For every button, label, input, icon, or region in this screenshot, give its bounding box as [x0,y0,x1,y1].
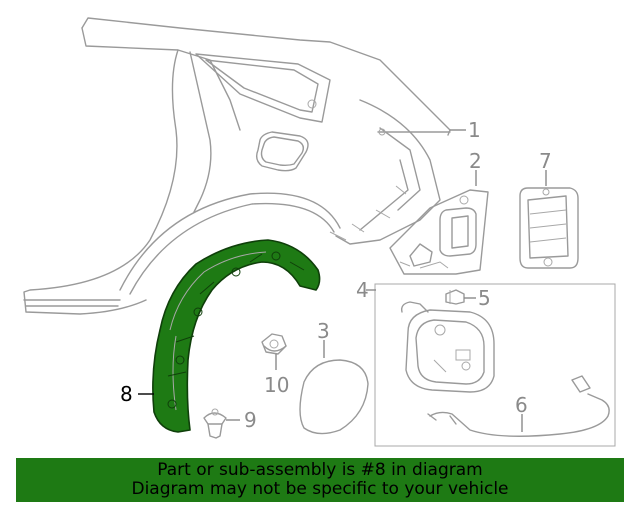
part-10-nut-drawing [261,333,287,355]
callout-7[interactable]: 7 [539,149,552,173]
callout-9[interactable]: 9 [244,408,257,432]
quarter-panel-drawing [23,17,451,315]
callout-5[interactable]: 5 [478,286,491,310]
callout-4[interactable]: 4 [356,278,369,302]
callout-3[interactable]: 3 [317,319,330,343]
part-2-bracket-drawing [389,189,489,275]
banner-line-1: Part or sub-assembly is #8 in diagram [157,460,483,480]
part-9-push-pin-drawing [203,408,227,439]
part-5-clip-drawing [445,289,465,305]
part-3-fuel-door-drawing [299,359,369,435]
callout-1[interactable]: 1 [468,118,481,142]
banner-line-2: Diagram may not be specific to your vehi… [131,479,509,499]
callout-2[interactable]: 2 [469,149,482,173]
part-6-cable-drawing [427,375,610,437]
callout-10[interactable]: 10 [264,373,289,397]
part-4-fuel-door-drawing [400,301,495,393]
callout-8[interactable]: 8 [120,382,133,406]
parts-diagram: 1 2 7 4 5 6 3 10 9 8 [23,17,616,447]
info-banner: Part or sub-assembly is #8 in diagram Di… [16,458,624,502]
callout-6[interactable]: 6 [515,393,528,417]
part-8-wheelhouse-liner[interactable] [152,239,321,433]
part-7-housing-drawing [519,187,579,269]
assembly-4-box [374,283,616,447]
